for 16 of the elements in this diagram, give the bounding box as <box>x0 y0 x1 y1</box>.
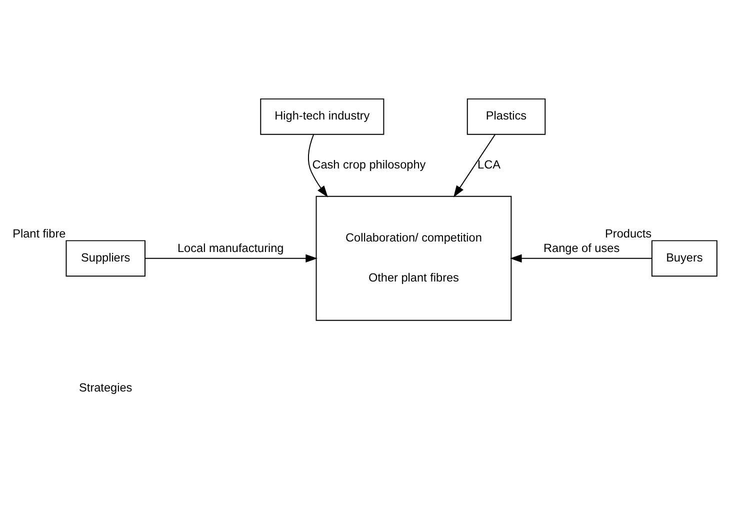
node-box: Plastics <box>466 98 546 135</box>
arrow <box>144 254 318 263</box>
arrow <box>510 254 652 263</box>
node-box: Collaboration/ competition Other plant fibres <box>316 196 512 321</box>
edge-label: Cash crop philosophy <box>312 157 426 172</box>
edge-label: Range of uses <box>544 241 620 256</box>
node-box: Buyers <box>651 240 718 277</box>
arrow <box>308 134 328 198</box>
edge-label: Local manufacturing <box>178 241 284 256</box>
arrow <box>453 134 496 198</box>
node-box: Suppliers <box>66 240 146 277</box>
label: Strategies <box>79 380 132 394</box>
edge-label: LCA <box>478 157 500 172</box>
node-box: High-tech industry <box>260 98 384 135</box>
node-label: Plant fibre <box>12 226 66 240</box>
node-label: Products <box>605 226 652 240</box>
